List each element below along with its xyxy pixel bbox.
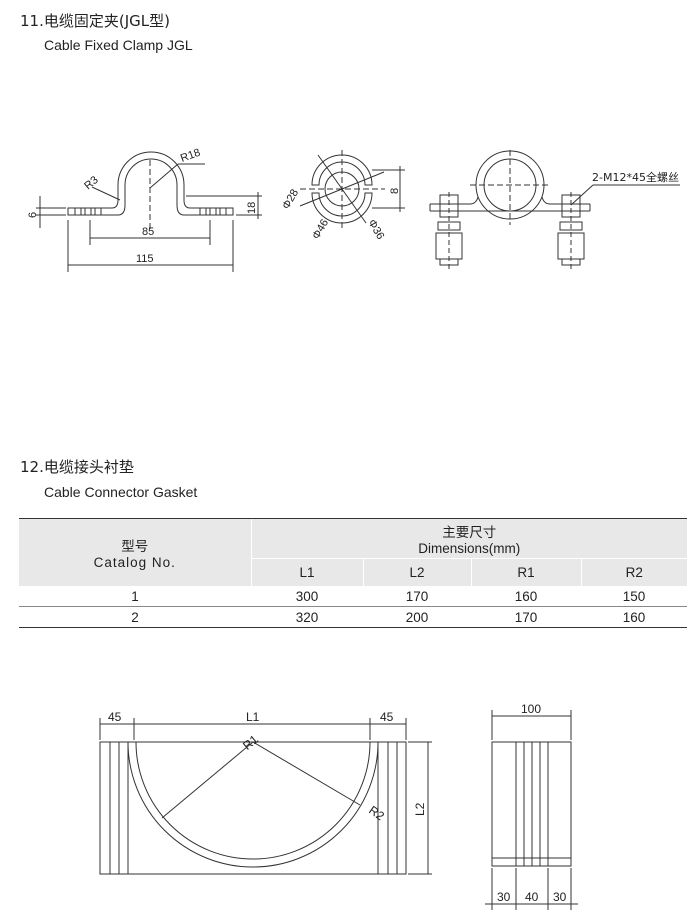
- dim-6: 6: [27, 212, 39, 218]
- dimensions-header-en: Dimensions(mm): [418, 541, 521, 556]
- table-cell: 2: [19, 606, 251, 628]
- dim-100: 100: [521, 702, 541, 716]
- table-cell: 1: [19, 586, 251, 607]
- dim-l2: L2: [413, 802, 427, 816]
- dimensions-header-cn: 主要尺寸: [442, 525, 497, 541]
- table-cell: 160: [581, 606, 687, 628]
- dim-phi46: Φ46: [310, 217, 331, 241]
- dim-r18: R18: [179, 147, 202, 165]
- table-cell: 170: [471, 606, 581, 628]
- catalog-header-en: Catalog No.: [93, 555, 176, 570]
- dim-40: 40: [525, 890, 539, 904]
- dim-r2: R2: [366, 803, 387, 823]
- dim-phi28: Φ28: [280, 187, 301, 211]
- clamp-drawings: R3 R18 6 18 85 115 Φ28 Φ46 Φ36 8 2-M12*4…: [27, 147, 680, 272]
- header-r1: R1: [470, 558, 581, 586]
- section-12-subtitle: Cable Connector Gasket: [44, 484, 198, 500]
- clamp-assembly-view: [429, 150, 680, 270]
- header-l1: L1: [250, 558, 363, 586]
- dim-l1: L1: [246, 710, 260, 724]
- dim-8: 8: [389, 188, 401, 194]
- bolt-label: 2-M12*45全螺丝: [592, 170, 679, 184]
- dim-30-right: 30: [553, 890, 567, 904]
- section-12-title: 12.电缆接头衬垫: [20, 458, 134, 476]
- table-cell: 150: [581, 586, 687, 607]
- clamp-spacer-view: [299, 150, 405, 230]
- catalog-header-cn: 型号: [121, 539, 149, 555]
- dim-18: 18: [246, 202, 258, 214]
- table-cell: 320: [251, 606, 363, 628]
- dim-45-right: 45: [380, 710, 394, 724]
- table-cell: 200: [363, 606, 471, 628]
- table-cell: 170: [363, 586, 471, 607]
- table-cell: 160: [471, 586, 581, 607]
- gasket-drawings: 45 L1 45 R1 R2 L2 100 30 40 30: [99, 702, 578, 910]
- gasket-side-view: [485, 710, 578, 910]
- section-11-title: 11.电缆固定夹(JGL型): [20, 12, 170, 30]
- dim-115: 115: [136, 253, 154, 265]
- table-cell: 300: [251, 586, 363, 607]
- section-11-subtitle: Cable Fixed Clamp JGL: [44, 37, 193, 53]
- dim-30-left: 30: [497, 890, 511, 904]
- gasket-front-view: [99, 718, 432, 875]
- header-l2: L2: [362, 558, 471, 586]
- catalog-header: 型号 Catalog No.: [19, 518, 251, 586]
- header-r2: R2: [580, 558, 687, 586]
- dim-phi36: Φ36: [365, 218, 386, 242]
- dim-45-left: 45: [108, 710, 122, 724]
- dim-85: 85: [142, 226, 154, 238]
- gasket-spec-table: 型号 Catalog No. 主要尺寸 Dimensions(mm) L1 L2…: [19, 518, 687, 628]
- table-row: 1 300 170 160 150: [19, 586, 687, 607]
- dimensions-header: 主要尺寸 Dimensions(mm): [250, 518, 687, 559]
- clamp-side-view: [36, 151, 262, 272]
- table-row: 2 320 200 170 160: [19, 606, 687, 628]
